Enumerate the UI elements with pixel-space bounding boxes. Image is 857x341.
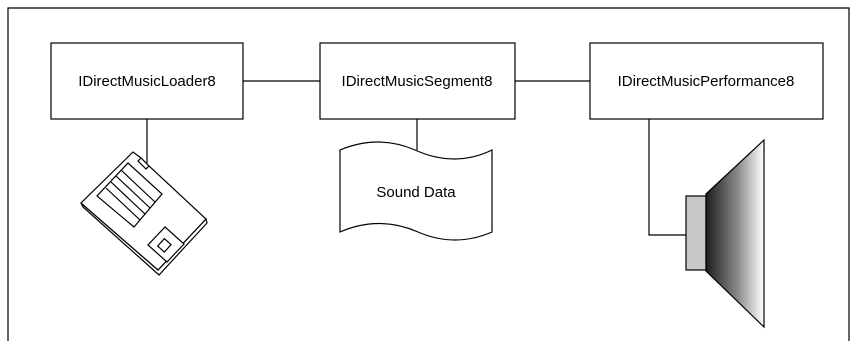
loader-component: IDirectMusicLoader8 [50,42,244,120]
disk-label-line [110,181,146,215]
connector-performance-speaker [648,119,686,236]
speaker-magnet [685,195,707,271]
performance-box [589,42,824,120]
disk-label-line [105,187,141,221]
performance-component: IDirectMusicPerformance8 [589,42,824,120]
document-icon: Sound Data [339,141,493,241]
document-label: Sound Data [376,184,456,201]
performance-label: IDirectMusicPerformance8 [618,73,795,90]
disk-label-area [96,162,163,228]
loader-box [50,42,244,120]
loader-label: IDirectMusicLoader8 [78,73,216,90]
disk-label-line [120,169,156,203]
disk-notch [137,157,150,170]
speaker-cone [705,138,765,329]
speaker-icon [685,138,765,329]
floppy-disk-icon [80,151,208,276]
frame-border [7,7,850,341]
segment-box [319,42,516,120]
disk-label-line [115,175,151,209]
disk-shutter-slot [156,237,172,253]
document-shape [339,141,493,241]
segment-label: IDirectMusicSegment8 [342,73,493,90]
segment-component: IDirectMusicSegment8 [319,42,516,120]
